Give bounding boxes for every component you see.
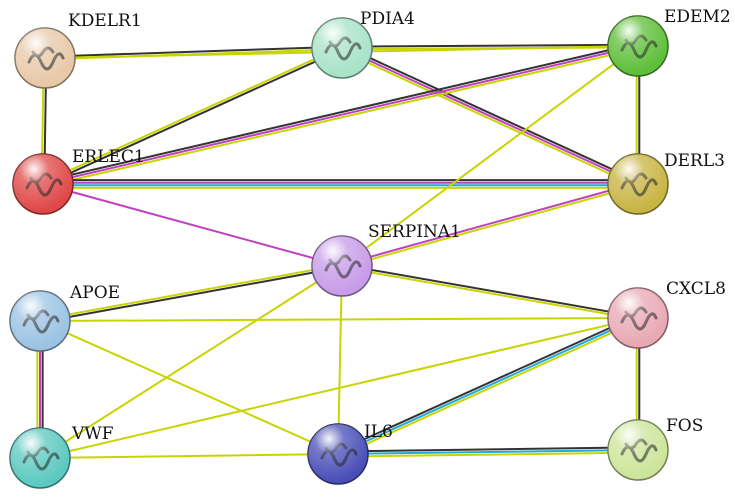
- edge-line-yellow: [340, 49, 638, 188]
- edge-line-black: [342, 44, 640, 183]
- edge-serpina1-edem2: [341, 45, 639, 267]
- edge-vwf-il6: [39, 453, 339, 459]
- edge-line-magenta: [341, 47, 639, 185]
- node-fos[interactable]: FOS: [607, 416, 703, 481]
- edge-line-magenta: [42, 45, 639, 185]
- node-gloss: [312, 18, 372, 78]
- edge-line-yellow: [39, 263, 342, 321]
- edge-line-black: [42, 42, 638, 183]
- node-label: ERLEC1: [72, 147, 145, 167]
- node-gloss: [13, 154, 73, 214]
- node-apoe[interactable]: APOE: [9, 283, 120, 352]
- edge-serpina1-cxcl8: [341, 263, 639, 321]
- edge-serpina1-derl3: [341, 181, 639, 269]
- node-label: VWF: [71, 424, 114, 444]
- edge-line-black: [342, 263, 639, 318]
- node-cxcl8[interactable]: CXCL8: [607, 279, 726, 349]
- node-gloss: [308, 424, 368, 484]
- node-gloss: [608, 154, 668, 214]
- edge-line-yellow: [338, 319, 640, 458]
- node-label: CXCL8: [666, 279, 726, 299]
- node-vwf[interactable]: VWF: [9, 424, 114, 489]
- edge-line-yellow: [39, 320, 339, 455]
- node-kdelr1[interactable]: KDELR1: [14, 11, 142, 89]
- node-label: EDEM2: [664, 7, 731, 27]
- node-erlec1[interactable]: ERLEC1: [12, 147, 145, 215]
- node-serpina1[interactable]: SERPINA1: [311, 222, 461, 297]
- edge-line-magenta: [341, 181, 638, 266]
- edge-line-black: [341, 43, 638, 48]
- node-gloss: [10, 428, 70, 488]
- edge-line-cyan: [337, 317, 639, 455]
- node-label: APOE: [69, 283, 120, 303]
- node-pdia4[interactable]: PDIA4: [311, 9, 415, 79]
- edge-serpina1-vwf: [39, 265, 343, 459]
- edge-pdia4-derl3: [340, 44, 640, 188]
- node-gloss: [608, 16, 668, 76]
- edges-layer: [36, 42, 641, 459]
- edge-vwf-cxcl8: [39, 317, 639, 459]
- node-edem2[interactable]: EDEM2: [607, 7, 731, 77]
- node-label: KDELR1: [68, 11, 142, 31]
- edge-apoe-il6: [39, 320, 339, 455]
- edge-line-yellow: [337, 265, 343, 455]
- edge-line-yellow: [341, 45, 639, 267]
- edge-erlec1-derl3: [43, 179, 638, 189]
- edge-line-black: [336, 314, 638, 453]
- edge-pdia4-erlec1: [42, 45, 343, 187]
- edge-line-yellow: [42, 45, 342, 184]
- node-gloss: [312, 236, 372, 296]
- node-gloss: [15, 28, 75, 88]
- node-label: SERPINA1: [368, 222, 461, 242]
- edge-line-magenta: [42, 183, 343, 267]
- edge-line-black: [337, 446, 638, 453]
- edge-apoe-cxcl8: [39, 317, 639, 322]
- node-gloss: [608, 288, 668, 348]
- node-gloss: [10, 291, 70, 351]
- edge-erlec1-serpina1: [42, 183, 343, 267]
- edge-il6-cxcl8: [336, 314, 640, 458]
- node-label: PDIA4: [360, 9, 415, 29]
- edge-erlec1-edem2: [42, 42, 639, 188]
- edge-line-yellow: [39, 317, 639, 459]
- edge-line-yellow: [341, 266, 638, 321]
- edge-il6-fos: [337, 446, 639, 458]
- edge-line-yellow: [39, 317, 639, 322]
- edge-line-black: [44, 45, 342, 58]
- node-label: FOS: [666, 416, 703, 436]
- edge-line-yellow: [338, 451, 639, 458]
- edge-line-black: [40, 266, 343, 324]
- node-gloss: [608, 420, 668, 480]
- edge-line-cyan: [337, 449, 639, 455]
- node-label: DERL3: [664, 151, 725, 171]
- edge-line-yellow: [342, 184, 639, 269]
- edge-serpina1-il6: [337, 265, 343, 455]
- node-derl3[interactable]: DERL3: [607, 151, 725, 215]
- node-il6[interactable]: IL6: [307, 422, 393, 485]
- edge-line-yellow: [43, 47, 639, 188]
- node-label: IL6: [364, 422, 393, 442]
- edge-line-yellow: [39, 265, 343, 459]
- edge-line-black: [43, 48, 343, 187]
- edge-line-yellow: [39, 453, 339, 459]
- edge-serpina1-apoe: [39, 263, 343, 324]
